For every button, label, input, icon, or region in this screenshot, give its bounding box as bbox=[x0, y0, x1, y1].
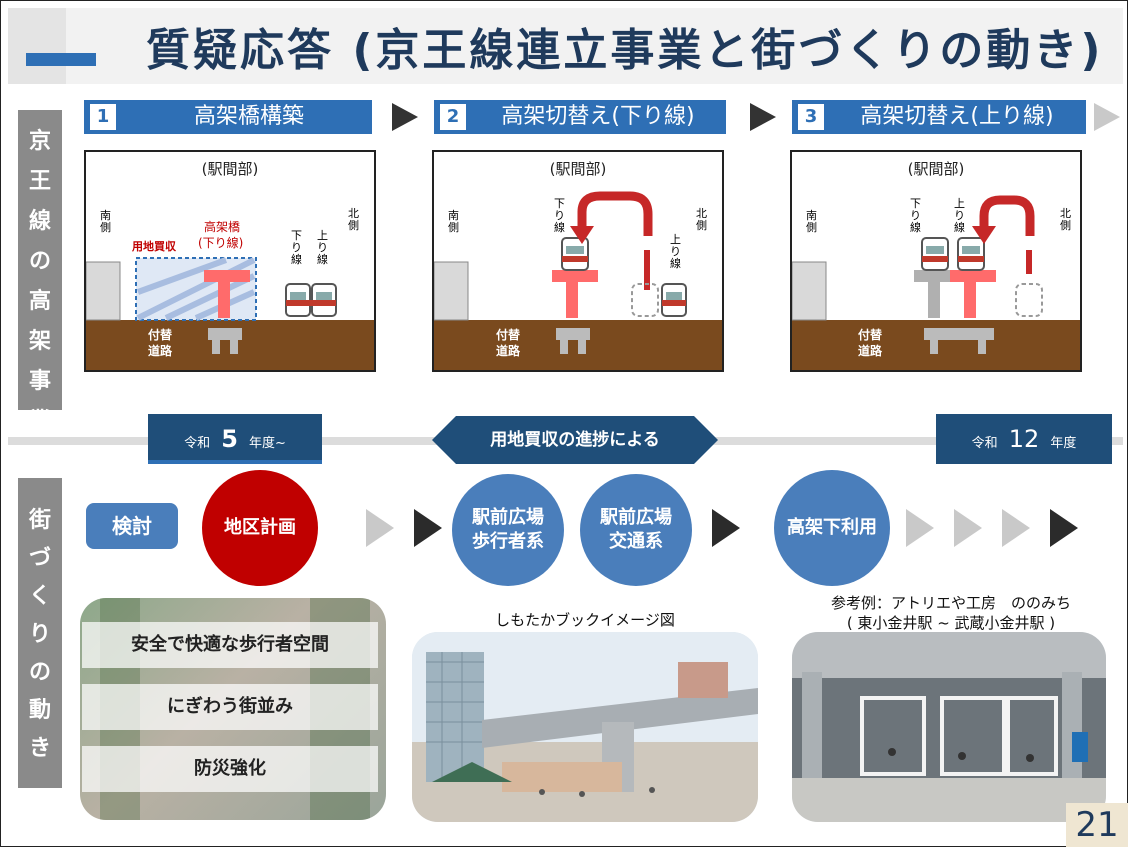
plaza-traffic-line1: 駅前広場 bbox=[600, 507, 672, 528]
plaza-pedestrian-line1: 駅前広場 bbox=[472, 507, 544, 528]
title-tab bbox=[8, 8, 66, 84]
diagram-step-3: (駅間部) 南側 北側 下り線 上り線 付替 道路 bbox=[790, 150, 1082, 372]
plaza-pedestrian-circle: 駅前広場 歩行者系 bbox=[452, 474, 564, 586]
study-box: 検討 bbox=[86, 503, 178, 549]
goal-safe-pedestrian: 安全で快適な歩行者空間 bbox=[82, 622, 378, 668]
section-label: (駅間部) bbox=[549, 160, 607, 178]
district-plan-circle: 地区計画 bbox=[202, 470, 318, 586]
reference-caption: 参考例：アトリエや工房 ののみち bbox=[830, 594, 1071, 612]
title-band bbox=[8, 8, 1123, 84]
down-line-label: 下り線 bbox=[291, 229, 302, 266]
start-year: 5 bbox=[221, 425, 238, 453]
plaza-traffic-line2: 交通系 bbox=[609, 531, 663, 552]
temp-road-label: 付替 bbox=[148, 328, 173, 342]
step-1-number: 1 bbox=[90, 104, 116, 130]
temp-road-label: 付替 bbox=[496, 328, 521, 342]
temp-road-label-2: 道路 bbox=[858, 344, 883, 358]
viaduct-down-label: (下り線) bbox=[198, 236, 244, 250]
band-char: 王 bbox=[28, 169, 51, 194]
start-era: 令和 bbox=[184, 436, 211, 451]
step-3-label: 高架切替え(上り線) bbox=[860, 104, 1054, 129]
south-label: 南側 bbox=[448, 209, 459, 234]
timeline-middle-arrow bbox=[432, 416, 718, 464]
title-accent-bar bbox=[26, 53, 96, 66]
band-char: り bbox=[28, 622, 51, 647]
band-char: 動 bbox=[28, 698, 51, 723]
image-caption: しもたかブックイメージ図 bbox=[495, 611, 675, 629]
temp-road-label-2: 道路 bbox=[496, 344, 521, 358]
band-char: 業 bbox=[28, 409, 51, 434]
under-viaduct-circle: 高架下利用 bbox=[774, 470, 890, 586]
band-char: き bbox=[28, 736, 51, 761]
end-suffix: 年度 bbox=[1050, 436, 1077, 451]
south-label: 南側 bbox=[806, 209, 817, 234]
arrow-right-icon bbox=[1094, 103, 1120, 131]
band-char: 街 bbox=[28, 508, 51, 533]
reference-stations: ( 東小金井駅 ~ 武蔵小金井駅 ) bbox=[846, 614, 1056, 632]
section-label: (駅間部) bbox=[201, 160, 259, 178]
band-char: 事 bbox=[28, 369, 51, 394]
arrow-right-icon bbox=[1050, 509, 1078, 547]
step-2-header: 2 高架切替え(下り線) bbox=[434, 100, 726, 134]
goal-lively-streets: にぎわう街並み bbox=[82, 684, 378, 730]
arrow-right-icon bbox=[392, 103, 418, 131]
shimotaka-image bbox=[412, 632, 758, 822]
section-label: (駅間部) bbox=[907, 160, 965, 178]
step-2-number: 2 bbox=[440, 104, 466, 130]
north-label: 北側 bbox=[1060, 207, 1071, 232]
band-town: 街 づ く り の 動 き bbox=[18, 478, 62, 788]
land-acquisition-label: 用地買収 bbox=[132, 240, 176, 253]
up-line-label: 上り線 bbox=[317, 229, 328, 266]
down-line-label: 下り線 bbox=[910, 197, 921, 234]
arrow-right-icon bbox=[414, 509, 442, 547]
arrow-right-icon bbox=[712, 509, 740, 547]
step-3-number: 3 bbox=[798, 104, 824, 130]
diagram-step-2: (駅間部) 南側 北側 下り線 上り線 付替 道路 bbox=[432, 150, 724, 372]
arrow-right-icon bbox=[906, 509, 934, 547]
up-line-label: 上り線 bbox=[670, 233, 681, 270]
band-railway: 京 王 線 の 高 架 事 業 bbox=[18, 110, 62, 434]
end-year: 12 bbox=[1008, 425, 1040, 453]
down-line-label: 下り線 bbox=[554, 197, 565, 234]
temp-road-label: 付替 bbox=[858, 328, 883, 342]
timeline-middle-label: 用地買収の進捗による bbox=[490, 430, 660, 450]
north-label: 北側 bbox=[348, 207, 359, 232]
start-suffix: 年度~ bbox=[249, 436, 286, 451]
arrow-right-icon bbox=[1002, 509, 1030, 547]
arrow-right-icon bbox=[750, 103, 776, 131]
band-char: づ bbox=[28, 546, 51, 571]
band-char: く bbox=[28, 584, 51, 609]
band-char: 京 bbox=[28, 129, 51, 154]
viaduct-label: 高架橋 bbox=[204, 220, 241, 234]
step-1-header: 1 高架橋構築 bbox=[84, 100, 372, 134]
step-1-label: 高架橋構築 bbox=[193, 104, 304, 129]
step-3-header: 3 高架切替え(上り線) bbox=[792, 100, 1086, 134]
band-char: 線 bbox=[28, 209, 51, 234]
goal-disaster-prevention: 防災強化 bbox=[82, 746, 378, 792]
band-char: の bbox=[28, 660, 51, 685]
diagram-step-1: (駅間部) 南側 北側 用地買収 高架橋 (下り線) 下り線 上り線 付替 道路 bbox=[84, 150, 376, 372]
plaza-pedestrian-line2: 歩行者系 bbox=[472, 531, 544, 552]
arrow-right-icon bbox=[954, 509, 982, 547]
reference-photo bbox=[792, 632, 1106, 822]
temp-road-label-2: 道路 bbox=[148, 344, 173, 358]
end-year-box: 令和 12 年度 bbox=[936, 414, 1112, 464]
start-year-box: 令和 5 年度~ bbox=[148, 414, 322, 464]
south-label: 南側 bbox=[100, 209, 111, 234]
plaza-traffic-circle: 駅前広場 交通系 bbox=[580, 474, 692, 586]
step-2-label: 高架切替え(下り線) bbox=[501, 104, 695, 129]
band-char: 架 bbox=[28, 329, 51, 354]
page-title: 質疑応答 (京王線連立事業と街づくりの動き) bbox=[146, 25, 1104, 76]
band-char: 高 bbox=[28, 289, 51, 314]
end-era: 令和 bbox=[971, 436, 998, 451]
arrow-right-icon bbox=[366, 509, 394, 547]
up-line-label: 上り線 bbox=[954, 197, 965, 234]
band-char: の bbox=[28, 249, 51, 274]
north-label: 北側 bbox=[696, 207, 707, 232]
page-number: 21 bbox=[1066, 803, 1128, 847]
